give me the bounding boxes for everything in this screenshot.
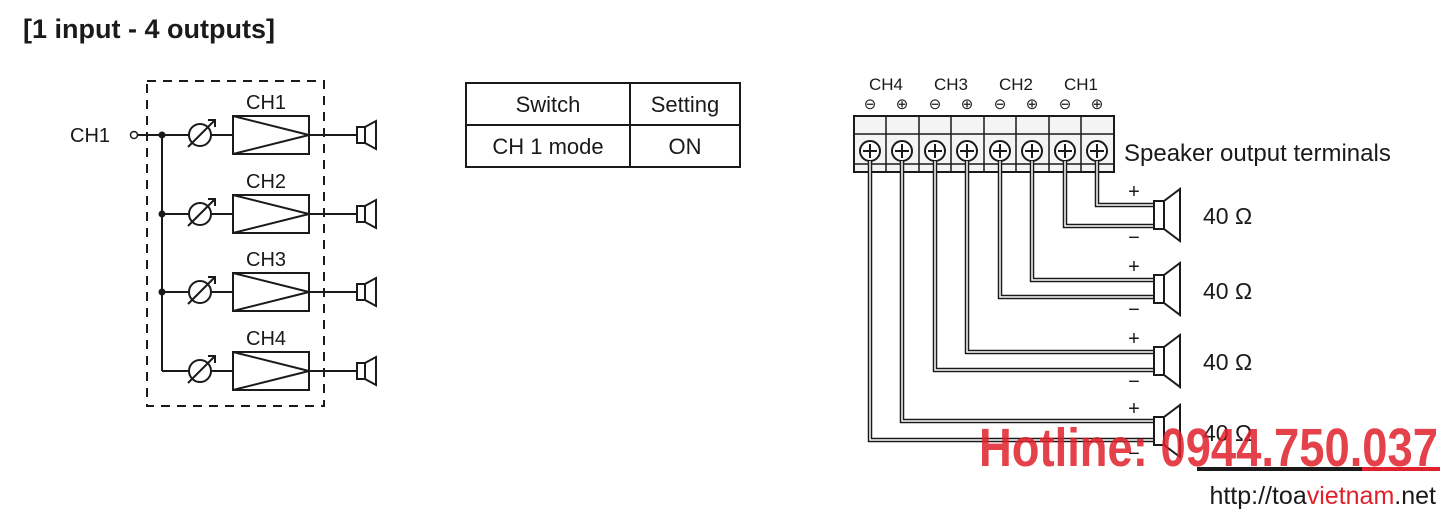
settings-table: Switch Setting CH 1 mode ON: [465, 82, 741, 168]
minus-mark: −: [1128, 371, 1140, 393]
volume-control-icon: [187, 119, 216, 148]
table-cell: CH 1 mode: [492, 134, 603, 159]
impedance-label: 40 Ω: [1203, 278, 1252, 304]
table-header: Switch: [516, 92, 581, 117]
speaker-icon: [356, 199, 377, 229]
plus-symbol-icon: ⊕: [1026, 96, 1039, 113]
input-label: CH1: [70, 125, 110, 147]
plus-symbol-icon: ⊕: [896, 96, 909, 113]
wire-ch4-plus: [899, 161, 1154, 424]
amplifier-icon: [232, 351, 310, 391]
impedance-label: 40 Ω: [1203, 420, 1252, 446]
website-url: http://toavietnam.net: [1209, 482, 1436, 510]
plus-mark: +: [1128, 328, 1140, 350]
amplifier-icon: [232, 194, 310, 234]
plus-mark: +: [1128, 181, 1140, 203]
terminals-label: Speaker output terminals: [1124, 140, 1391, 167]
speaker-icon: [1153, 334, 1181, 388]
url-prefix: http://toa: [1209, 482, 1306, 510]
channel-label: CH1: [246, 92, 286, 114]
volume-control-icon: [187, 355, 216, 384]
terminal-group-label: CH1: [1064, 75, 1098, 94]
channel-label: CH3: [246, 249, 286, 271]
diagram-title: [1 input - 4 outputs]: [23, 14, 275, 44]
amplifier-boundary: [146, 80, 325, 407]
volume-control-icon: [187, 198, 216, 227]
minus-symbol-icon: ⊖: [929, 96, 942, 113]
table-header: Setting: [651, 92, 720, 117]
url-accent: vietnam: [1307, 482, 1395, 510]
minus-mark: −: [1128, 299, 1140, 321]
volume-control-icon: [187, 276, 216, 305]
impedance-label: 40 Ω: [1203, 349, 1252, 375]
plus-mark: +: [1128, 398, 1140, 420]
speaker-icon: [1153, 188, 1181, 242]
speaker-icon: [356, 356, 377, 386]
plus-mark: +: [1128, 256, 1140, 278]
channel-row-ch1: CH1: [158, 92, 377, 155]
wire-ch3-plus: [964, 161, 1154, 355]
amplifier-icon: [232, 272, 310, 312]
speaker-icon: [1153, 262, 1181, 316]
minus-symbol-icon: ⊖: [994, 96, 1007, 113]
plus-symbol-icon: ⊕: [961, 96, 974, 113]
channel-label: CH4: [246, 328, 286, 350]
input-terminal-icon: [129, 130, 139, 140]
minus-symbol-icon: ⊖: [1059, 96, 1072, 113]
url-suffix: .net: [1394, 482, 1436, 510]
minus-mark: −: [1128, 227, 1140, 249]
terminal-group-label: CH2: [999, 75, 1033, 94]
channel-row-ch4: CH4: [162, 328, 377, 391]
block-diagram: CH1 CH1 CH2: [70, 80, 377, 407]
terminal-group-label: CH3: [934, 75, 968, 94]
channel-row-ch2: CH2: [158, 171, 377, 234]
plus-symbol-icon: ⊕: [1091, 96, 1104, 113]
table-cell: ON: [669, 134, 702, 159]
wiring-diagram: CH4 CH3 CH2 CH1 ⊖ ⊕ ⊖ ⊕ ⊖ ⊕ ⊖ ⊕: [853, 75, 1391, 465]
channel-row-ch3: CH3: [158, 249, 377, 312]
watermark: Hotline: 0944.750.037 http://toavietnam.…: [979, 418, 1440, 510]
minus-symbol-icon: ⊖: [864, 96, 877, 113]
minus-mark: −: [1128, 443, 1140, 465]
speaker-icon: [356, 120, 377, 150]
channel-label: CH2: [246, 171, 286, 193]
speaker-icon: [356, 277, 377, 307]
amplifier-icon: [232, 115, 310, 155]
terminal-group-label: CH4: [869, 75, 903, 94]
impedance-label: 40 Ω: [1203, 203, 1252, 229]
